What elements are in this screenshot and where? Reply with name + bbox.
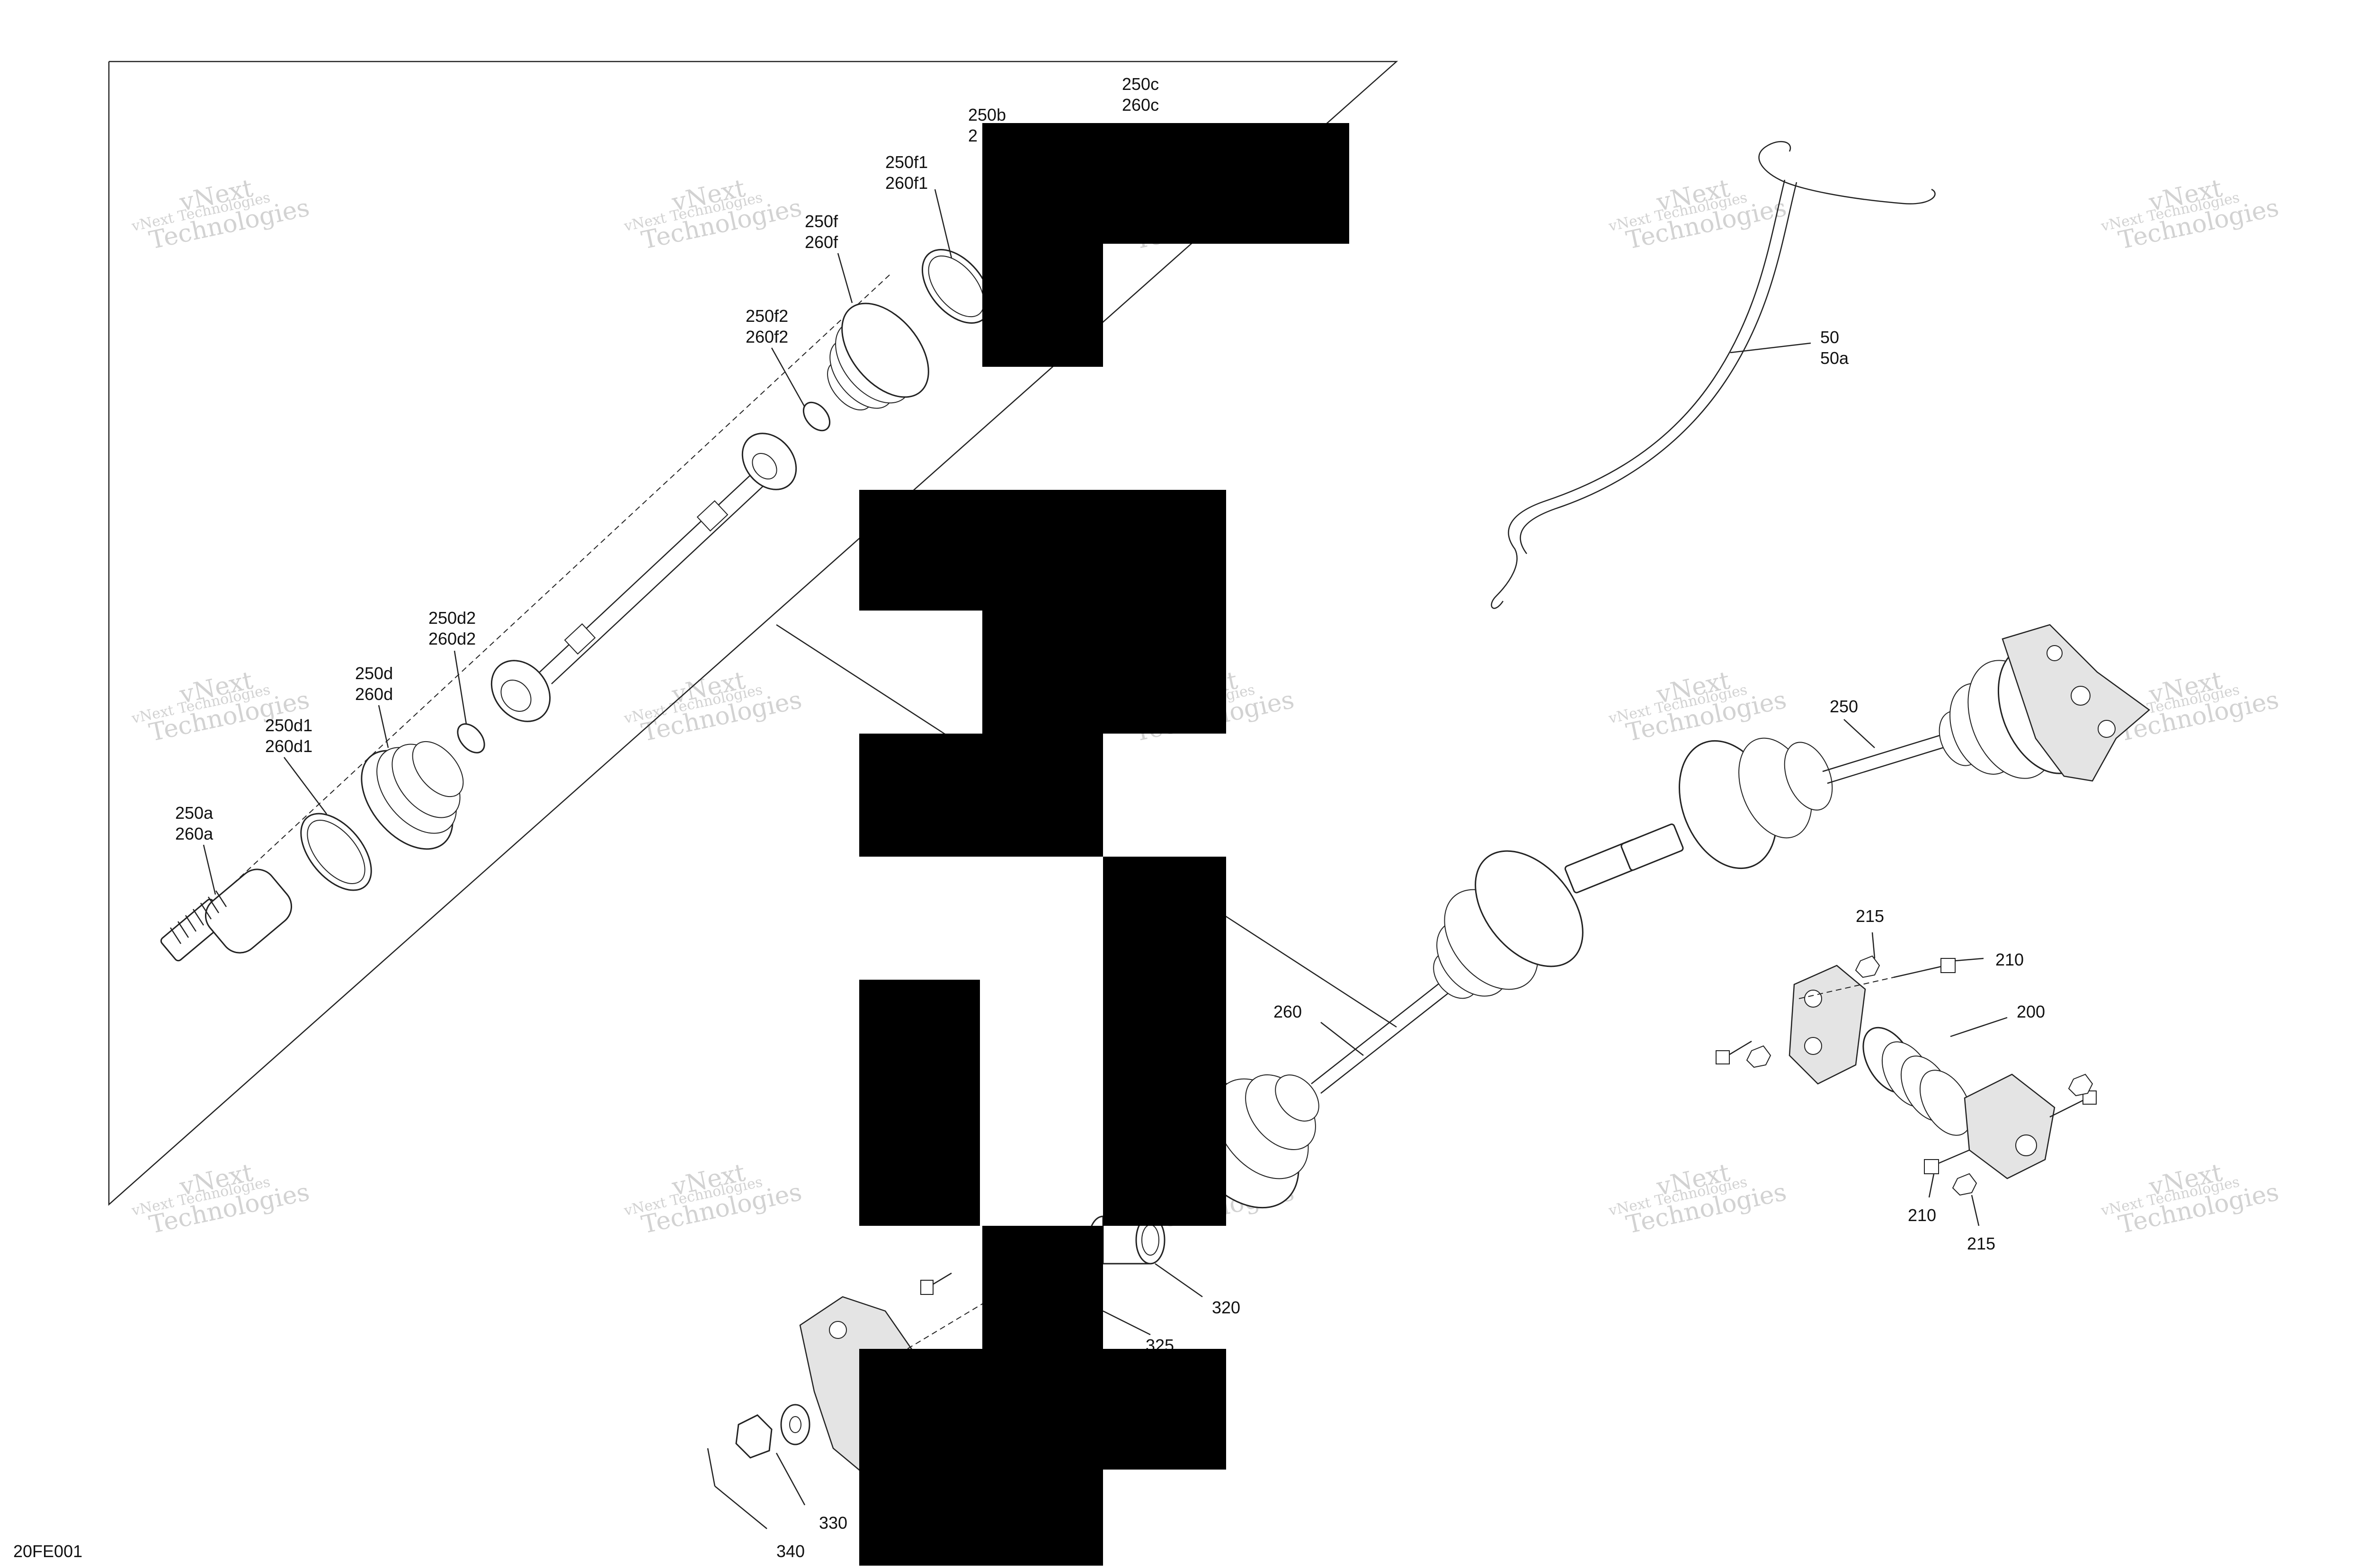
- callout-250: 250: [1830, 697, 1858, 716]
- callout-200: 200: [2017, 1002, 2045, 1021]
- callout-210-top: 210: [1995, 950, 2024, 969]
- boot-250d: [361, 741, 464, 850]
- intermediate-shaft-200: [1716, 955, 2097, 1196]
- spline-tick: [169, 927, 182, 944]
- outer-tripod-joint: [741, 433, 797, 490]
- clamp-250d1: [300, 813, 372, 891]
- callout-330: 330: [819, 1513, 847, 1533]
- castle-nut: [735, 1414, 773, 1459]
- spline-tick: [207, 896, 220, 913]
- nut-215-bottom: [1952, 1173, 1977, 1196]
- inset-drive-shaft-exploded: [160, 249, 991, 962]
- inset-shaft-bar: [539, 468, 770, 684]
- callout-leaders: [203, 189, 2008, 1529]
- inner-tripod-joint: [490, 660, 551, 722]
- clamp-250f2: [802, 401, 831, 432]
- callout-320: 320: [1212, 1298, 1240, 1317]
- middle-cv-boot: [1433, 850, 1584, 999]
- wheel-hub-flange: [2002, 624, 2151, 782]
- detail-inset-frame: [108, 61, 1398, 1206]
- redaction-blocks: [859, 123, 1349, 1566]
- upper-cv-housing: [1678, 737, 1833, 869]
- spline-tick: [200, 903, 212, 920]
- callout-340: 340: [776, 1541, 805, 1561]
- cv-joint-housing-250a: [160, 868, 293, 962]
- bolt-side-right: [2049, 1073, 2097, 1118]
- inset-leader-lines: [776, 624, 1397, 1028]
- splined-coupling: [1564, 824, 1684, 894]
- breather-hose-50: [1491, 141, 1936, 609]
- boot-250f: [827, 302, 929, 411]
- callout-210-bottom: 210: [1908, 1205, 1936, 1225]
- washer-330: [780, 1404, 810, 1445]
- spline-tick: [177, 921, 189, 938]
- intermediate-shaft-boot: [1862, 1027, 1972, 1136]
- bolt-210-bottom: [1924, 1149, 1970, 1174]
- clamp-250f1: [921, 249, 991, 324]
- cotter-pin-340: [707, 1448, 716, 1487]
- drawing-code: 20FE001: [13, 1541, 82, 1561]
- bolt-210-top: [1798, 958, 1956, 999]
- callout-215-top: 215: [1856, 906, 1884, 926]
- bolt-325: [920, 1272, 952, 1295]
- nut-215-top: [1855, 955, 1880, 978]
- clamp-250d2: [457, 723, 485, 753]
- spline-tick: [215, 890, 227, 907]
- callout-260: 260: [1273, 1002, 1302, 1021]
- bolt-side-left: [1716, 1040, 1771, 1068]
- spline-tick: [185, 915, 197, 932]
- spline-tick: [192, 909, 205, 926]
- callout-215-bottom: 215: [1967, 1234, 1995, 1253]
